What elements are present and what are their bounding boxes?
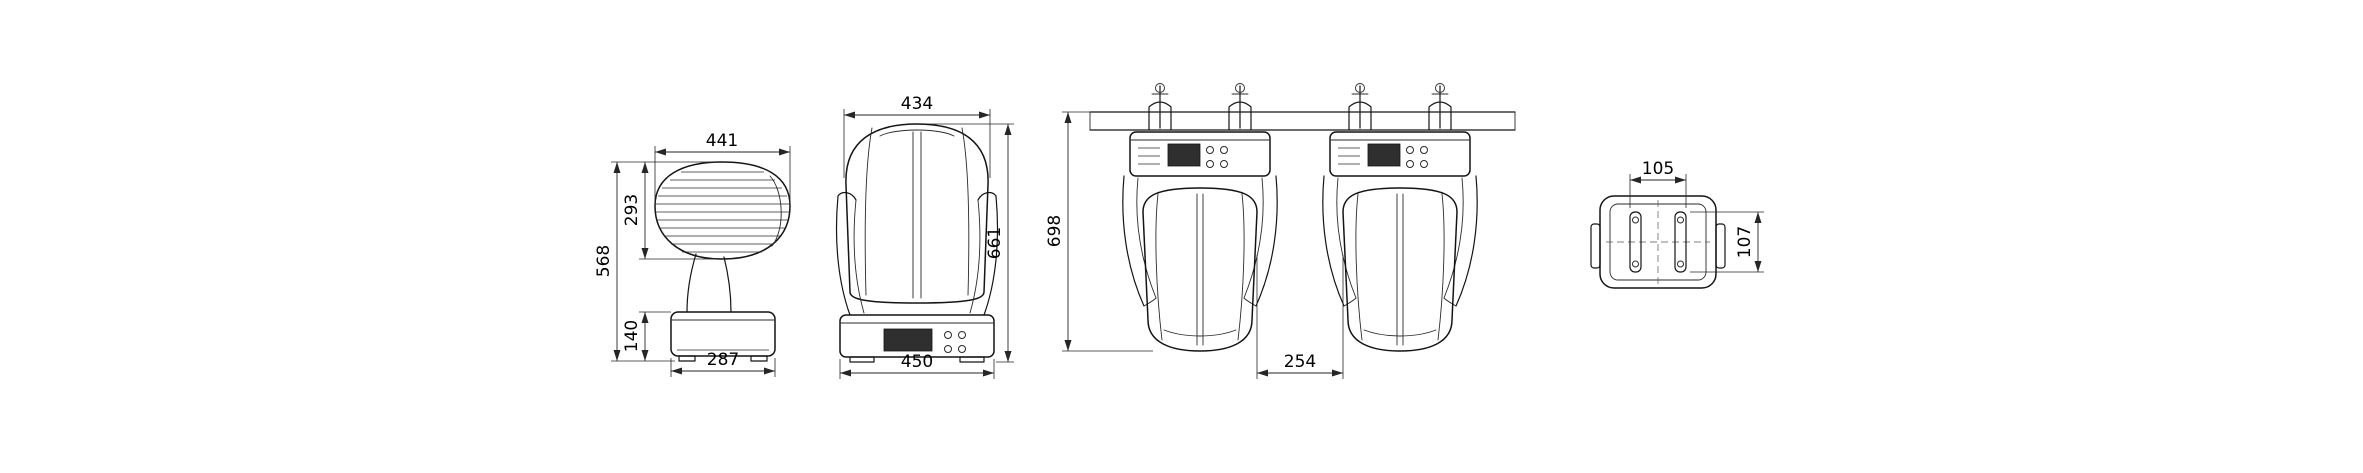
dim-label-top-bracket-depth: 107 xyxy=(1735,226,1755,258)
dimension-top-bracket-depth: 107 xyxy=(1690,211,1764,273)
dimension-front-base-width: 450 xyxy=(839,352,995,379)
front-view-base xyxy=(839,314,995,363)
dim-label-front-total-height: 661 xyxy=(985,227,1005,259)
dim-label-front-base-width: 450 xyxy=(901,352,933,372)
dim-label-top-bracket-width: 105 xyxy=(1642,159,1674,179)
side-view-head xyxy=(654,161,791,260)
dimension-front-total-height: 661 xyxy=(925,123,1014,363)
hanging-view: 698 254 xyxy=(1045,82,1516,379)
dim-label-side-base-width: 287 xyxy=(707,350,739,370)
front-view-yoke xyxy=(835,191,999,316)
side-view: 441 568 293 140 287 xyxy=(594,131,791,377)
front-view: 434 661 450 xyxy=(835,94,1014,379)
dimension-front-head-width: 434 xyxy=(843,94,991,178)
dim-label-side-base-height: 140 xyxy=(622,320,642,352)
dim-label-hanging-fixture-gap: 254 xyxy=(1284,352,1316,372)
dimension-side-total-height: 568 xyxy=(594,161,716,362)
dimension-top-bracket-width: 105 xyxy=(1629,159,1687,208)
dimension-side-base-height: 140 xyxy=(622,311,671,361)
dimension-hanging-total-height: 698 xyxy=(1045,111,1153,352)
top-view: 105 107 xyxy=(1590,159,1764,289)
truss-bar xyxy=(1089,111,1516,131)
dim-label-side-total-height: 568 xyxy=(594,245,614,277)
side-view-base xyxy=(670,311,776,362)
hanging-fixture-right xyxy=(1322,82,1478,352)
dim-label-side-head-height: 293 xyxy=(622,194,642,226)
dim-label-side-head-width: 441 xyxy=(706,131,738,151)
dim-label-front-head-width: 434 xyxy=(901,94,933,114)
dimension-side-base-width: 287 xyxy=(670,350,776,377)
front-view-head xyxy=(845,123,989,304)
dimension-side-head-width: 441 xyxy=(654,131,791,204)
side-view-yoke-arm xyxy=(686,253,732,313)
top-view-base xyxy=(1590,195,1726,289)
dimension-side-head-height: 293 xyxy=(622,162,716,260)
hanging-fixture-left xyxy=(1122,82,1278,352)
dimension-hanging-fixture-gap: 254 xyxy=(1256,255,1344,379)
dim-label-hanging-total-height: 698 xyxy=(1045,215,1065,247)
